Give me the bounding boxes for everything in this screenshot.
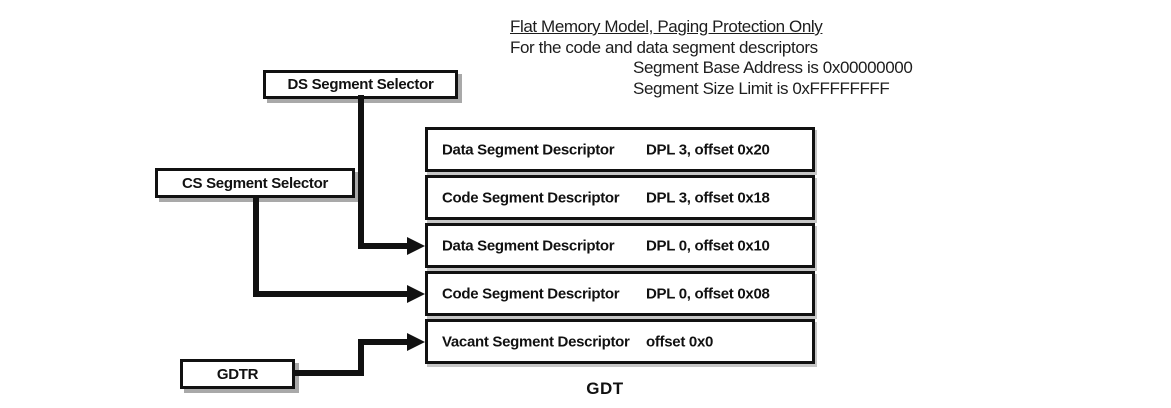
cs-segment-selector-box: CS Segment Selector — [155, 168, 355, 198]
gdt-row-code-dpl0: Code Segment Descriptor DPL 0, offset 0x… — [425, 271, 815, 316]
descriptor-value: DPL 0, offset 0x10 — [646, 237, 770, 254]
gdt-row-data-dpl0: Data Segment Descriptor DPL 0, offset 0x… — [425, 223, 815, 268]
gdtr-label: GDTR — [216, 365, 259, 383]
descriptor-value: DPL 3, offset 0x20 — [646, 141, 770, 158]
ds-segment-selector-label: DS Segment Selector — [287, 76, 434, 93]
descriptor-label: Data Segment Descriptor — [442, 237, 615, 254]
descriptor-label: Code Segment Descriptor — [442, 189, 620, 206]
note-line-size-limit: Segment Size Limit is 0xFFFFFFFF — [633, 78, 890, 98]
gdtr-arrowhead-icon — [407, 333, 425, 351]
descriptor-value: DPL 3, offset 0x18 — [646, 189, 770, 206]
note-line-descriptors: For the code and data segment descriptor… — [510, 37, 818, 57]
ds-arrow-horizontal-line — [358, 243, 408, 249]
gdtr-arrow-horizontal-line-2 — [358, 339, 408, 345]
cs-arrowhead-icon — [407, 285, 425, 303]
gdt-row-code-dpl3: Code Segment Descriptor DPL 3, offset 0x… — [425, 175, 815, 220]
descriptor-label: Data Segment Descriptor — [442, 141, 615, 158]
descriptor-label: Vacant Segment Descriptor — [442, 333, 630, 350]
ds-arrow-vertical-line — [358, 95, 364, 246]
cs-segment-selector-label: CS Segment Selector — [181, 174, 328, 192]
note-line-base-address: Segment Base Address is 0x00000000 — [633, 58, 913, 77]
cs-arrow-horizontal-line — [253, 291, 408, 297]
note-title: Flat Memory Model, Paging Protection Onl… — [510, 17, 823, 36]
cs-arrow-vertical-line — [253, 196, 259, 296]
ds-arrowhead-icon — [407, 237, 425, 255]
gdt-row-vacant: Vacant Segment Descriptor offset 0x0 — [425, 319, 815, 364]
gdt-row-data-dpl3: Data Segment Descriptor DPL 3, offset 0x… — [425, 127, 815, 172]
gdt-caption: GDT — [586, 379, 624, 398]
flat-memory-note: Flat Memory Model, Paging Protection Onl… — [510, 17, 913, 99]
gdtr-box: GDTR — [180, 359, 295, 389]
descriptor-value: DPL 0, offset 0x08 — [646, 285, 770, 302]
descriptor-label: Code Segment Descriptor — [442, 285, 620, 302]
gdtr-arrow-horizontal-line-1 — [293, 370, 363, 376]
descriptor-value: offset 0x0 — [646, 333, 714, 350]
gdtr-arrow-vertical-line — [358, 339, 364, 376]
